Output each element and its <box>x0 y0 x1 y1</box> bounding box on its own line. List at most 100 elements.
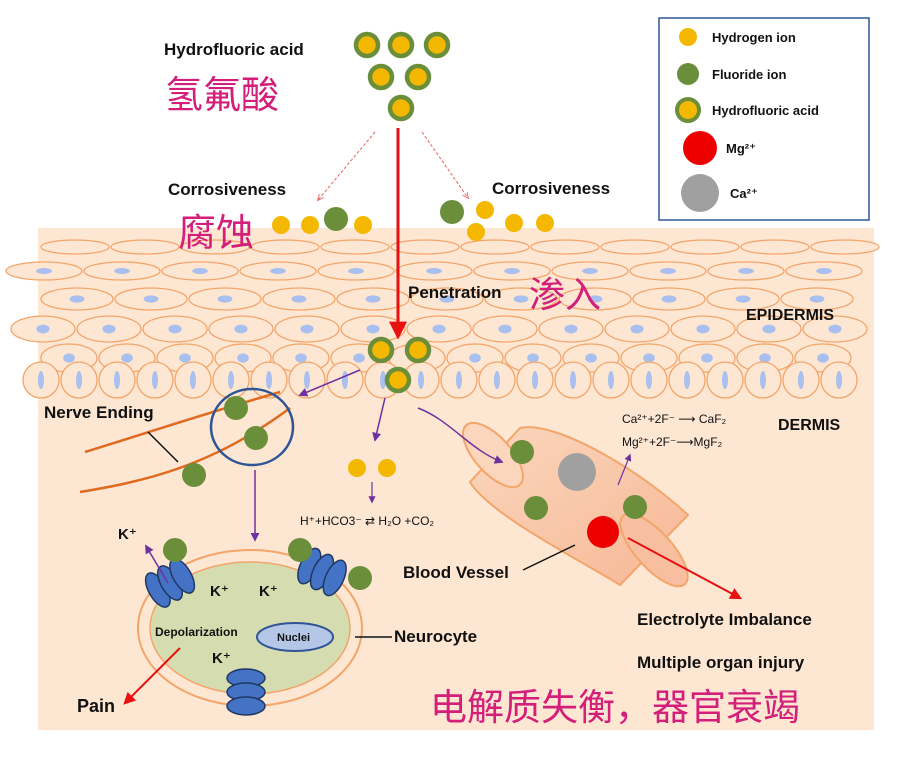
epidermal-cell <box>810 239 880 255</box>
cell-nucleus <box>300 324 314 334</box>
hydrofluoric-acid-molecule <box>387 31 415 59</box>
neurocyte-label: Neurocyte <box>394 627 477 646</box>
nucleus <box>256 622 334 652</box>
cell-nucleus <box>836 371 842 389</box>
cell-nucleus <box>217 295 233 303</box>
cell-nucleus <box>494 371 500 389</box>
cell-nucleus <box>168 324 182 334</box>
epidermal-cell <box>110 239 180 255</box>
legend-label-fluoride: Fluoride ion <box>712 67 786 82</box>
cell-nucleus <box>36 324 50 334</box>
legend-hf-icon <box>675 97 701 123</box>
cell-nucleus <box>228 371 234 389</box>
penetration-label: Penetration <box>408 283 502 302</box>
cell-nucleus <box>76 371 82 389</box>
legend-label-ca: Ca²⁺ <box>730 186 758 201</box>
legend-mg-icon <box>683 131 717 165</box>
nerve-ending-circle <box>209 387 295 467</box>
cell-nucleus <box>291 295 307 303</box>
fluoride-ion <box>623 495 647 519</box>
arrows <box>123 128 743 705</box>
k-efflux-arrow <box>145 544 169 584</box>
cell-nucleus <box>504 268 520 274</box>
cell-nucleus <box>798 371 804 389</box>
fluoride-ion <box>510 440 534 464</box>
legend-label-hf: Hydrofluoric acid <box>712 103 819 118</box>
cell-nucleus <box>630 324 644 334</box>
hydrofluoric-acid-molecule <box>353 31 381 59</box>
calcium-equation: Ca²⁺+2F⁻ ⟶ CaF₂ <box>622 412 727 426</box>
cell-nucleus <box>270 268 286 274</box>
to-nerve-arrow <box>298 369 361 397</box>
epidermal-cell <box>670 239 740 255</box>
corrosiveness-left-label: Corrosiveness <box>168 180 286 199</box>
blood-vessel-leader <box>522 544 576 571</box>
legend-ca-icon <box>681 174 719 212</box>
cell-nucleus <box>234 324 248 334</box>
hydrogen-ion <box>467 223 485 241</box>
hydrogen-ion <box>378 459 396 477</box>
ion-channel <box>226 668 266 716</box>
legend-hydrogen-icon <box>679 28 697 46</box>
cell-nucleus <box>582 268 598 274</box>
hydrogen-ion <box>505 214 523 232</box>
cell-nucleus <box>418 371 424 389</box>
cell-nucleus <box>114 268 130 274</box>
cell-nucleus <box>304 371 310 389</box>
cell-nucleus <box>192 268 208 274</box>
cell-nucleus <box>817 353 829 363</box>
cell-nucleus <box>295 353 307 363</box>
cell-nucleus <box>532 371 538 389</box>
blood-vessel-label: Blood Vessel <box>403 563 509 582</box>
cell-nucleus <box>69 295 85 303</box>
cell-nucleus <box>738 268 754 274</box>
cell-nucleus <box>696 324 710 334</box>
epidermal-cell <box>460 239 530 255</box>
hydrofluoric-acid-molecule <box>387 94 415 122</box>
corrosion-arrow-left <box>318 131 376 200</box>
depolarization-label: Depolarization <box>155 625 238 639</box>
fluoride-ion <box>288 538 312 562</box>
cell-nucleus <box>190 371 196 389</box>
hydrogen-ion <box>476 201 494 219</box>
bicarbonate-equation: H⁺+HCO3⁻ ⇄ H₂O +CO₂ <box>300 514 434 528</box>
cell-nucleus <box>439 295 455 303</box>
k-plus-inner-left-label: K⁺ <box>210 583 229 600</box>
ion-channel <box>297 547 347 597</box>
calcium-ion <box>558 453 596 491</box>
cell-nucleus <box>102 324 116 334</box>
corrosiveness-right-label: Corrosiveness <box>492 179 610 198</box>
cell-nucleus <box>816 268 832 274</box>
cell-nucleus <box>498 324 512 334</box>
ion-particles <box>163 31 647 590</box>
cell-nucleus <box>585 353 597 363</box>
blood-vessel <box>462 421 690 588</box>
cell-nucleus <box>608 371 614 389</box>
corrosion-label-zh: 腐蚀 <box>178 211 254 255</box>
k-plus-top-label: K⁺ <box>118 526 137 543</box>
legend-label-mg: Mg²⁺ <box>726 141 756 156</box>
cell-nucleus <box>570 371 576 389</box>
cell-nucleus <box>828 324 842 334</box>
fluoride-ion <box>163 538 187 562</box>
hydrogen-ion <box>348 459 366 477</box>
hydrofluoric-acid-molecule <box>367 336 395 364</box>
bottom-summary-zh: 电解质失衡，器官衰竭 <box>430 686 800 729</box>
multiple-organ-injury-label: Multiple organ injury <box>637 653 805 672</box>
cell-nucleus <box>152 371 158 389</box>
epidermal-cell <box>250 239 320 255</box>
cell-nucleus <box>426 268 442 274</box>
epidermal-cell <box>530 239 600 255</box>
nuclei-label: Nuclei <box>277 632 310 644</box>
epidermal-cell <box>320 239 390 255</box>
cell-nucleus <box>564 324 578 334</box>
nerve-ending-leader <box>147 431 179 463</box>
to-vessel-arrow <box>417 407 504 464</box>
cell-nucleus <box>722 371 728 389</box>
cell-nucleus <box>646 371 652 389</box>
cell-nucleus <box>237 353 249 363</box>
hf-label: Hydrofluoric acid <box>164 40 304 59</box>
hydrogen-ion <box>301 216 319 234</box>
cell-nucleus <box>143 295 159 303</box>
